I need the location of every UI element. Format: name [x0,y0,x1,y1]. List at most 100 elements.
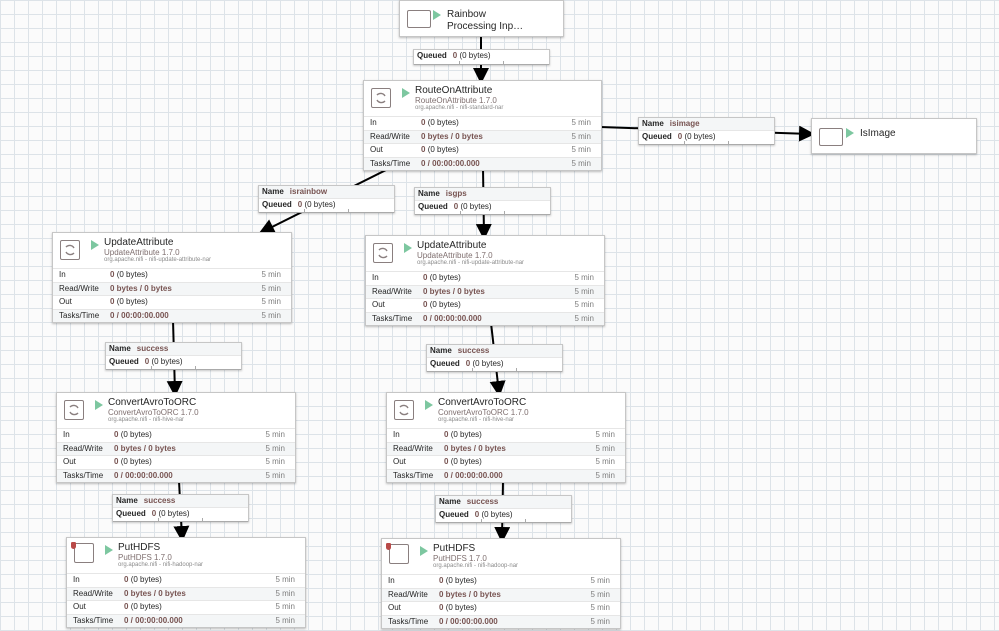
output-port-icon [819,128,843,146]
running-icon [846,128,854,138]
running-icon [105,545,113,555]
processor-name: ConvertAvroToORC [108,397,197,408]
hdfs-processor-icon [71,542,94,563]
processor-type: UpdateAttribute 1.7.0 [104,248,180,257]
input-port-icon [407,10,431,28]
processor-icon [371,88,391,108]
processor-icon [64,400,84,420]
running-icon [420,546,428,556]
processor-bundle: org.apache.nifi - nifi-hadoop-nar [433,563,519,569]
processor-type: PutHDFS 1.7.0 [118,553,172,562]
port-name: Rainbow Processing Inp… [447,9,523,33]
output-port[interactable]: IsImage [811,118,977,154]
processor-type: RouteOnAttribute 1.7.0 [415,96,497,105]
processor-bundle: org.apache.nifi - nifi-hive-nar [108,417,185,423]
processor-icon [394,400,414,420]
running-icon [402,88,410,98]
port-name-line1: Rainbow [447,9,486,20]
hdfs-processor-icon [386,543,409,564]
processor-bundle: org.apache.nifi - nifi-update-attribute-… [417,260,525,266]
processor-bundle: org.apache.nifi - nifi-update-attribute-… [104,257,212,263]
processor-name: UpdateAttribute [417,240,487,251]
processor-type: UpdateAttribute 1.7.0 [417,251,493,260]
processor-name: PutHDFS [118,542,161,553]
input-port[interactable]: Rainbow Processing Inp… [399,0,564,37]
running-icon [425,400,433,410]
running-icon [95,400,103,410]
processor-name: PutHDFS [433,543,476,554]
processor-name: UpdateAttribute [104,237,174,248]
processor-type: ConvertAvroToORC 1.7.0 [438,408,529,417]
processor-type: ConvertAvroToORC 1.7.0 [108,408,199,417]
processor-bundle: org.apache.nifi - nifi-hadoop-nar [118,562,204,568]
processor-icon [373,243,393,263]
processor-name: ConvertAvroToORC [438,397,527,408]
running-icon [433,10,441,20]
processor-bundle: org.apache.nifi - nifi-standard-nar [415,105,504,111]
processor-name: RouteOnAttribute [415,85,493,96]
running-icon [404,243,412,253]
processor-bundle: org.apache.nifi - nifi-hive-nar [438,417,515,423]
port-name: IsImage [860,128,896,139]
